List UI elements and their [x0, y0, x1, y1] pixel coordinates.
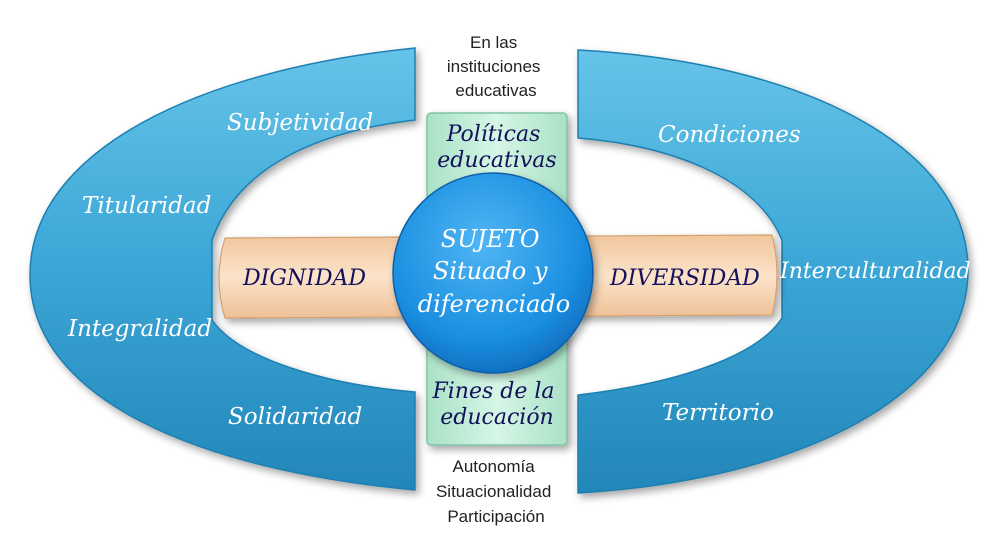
left-arc-label: Solidaridad — [228, 404, 362, 430]
right-arc-shape — [577, 49, 969, 494]
band-right-label: DIVERSIDAD — [609, 266, 760, 291]
vertical-top-label: Políticas educativas — [437, 122, 556, 173]
top-note-line: instituciones — [447, 57, 541, 76]
bottom-note-line: Participación — [447, 507, 544, 526]
bottom-note-line: Autonomía — [453, 457, 536, 476]
left-arc-label: Subjetividad — [227, 110, 373, 136]
bottom-note-line: Situacionalidad — [436, 482, 551, 501]
vertical-top-line: educativas — [437, 148, 556, 173]
center-text: SUJETO Situado y diferenciado — [418, 225, 571, 318]
center-line: Situado y — [433, 257, 548, 285]
vertical-bottom-line: Fines de la — [431, 379, 554, 404]
bottom-note: Autonomía Situacionalidad Participación — [436, 457, 556, 526]
center-line: diferenciado — [418, 290, 571, 318]
vertical-top-line: Políticas — [446, 122, 541, 147]
top-note-line: educativas — [455, 81, 536, 100]
vertical-bottom-label: Fines de la educación — [431, 379, 561, 430]
right-arc-label: Interculturalidad — [779, 259, 971, 284]
right-arc-label: Condiciones — [658, 122, 801, 148]
left-arc-label: Titularidad — [82, 193, 211, 219]
center-circle — [392, 172, 594, 374]
top-note: En las instituciones educativas — [447, 33, 545, 100]
right-arc-label: Territorio — [662, 400, 774, 426]
vertical-bottom-line: educación — [440, 405, 553, 430]
band-left-label: DIGNIDAD — [242, 266, 366, 291]
left-arc-label: Integralidad — [67, 316, 212, 342]
left-arc-shape — [29, 47, 416, 491]
top-note-line: En las — [470, 33, 517, 52]
center-line: SUJETO — [441, 225, 540, 253]
